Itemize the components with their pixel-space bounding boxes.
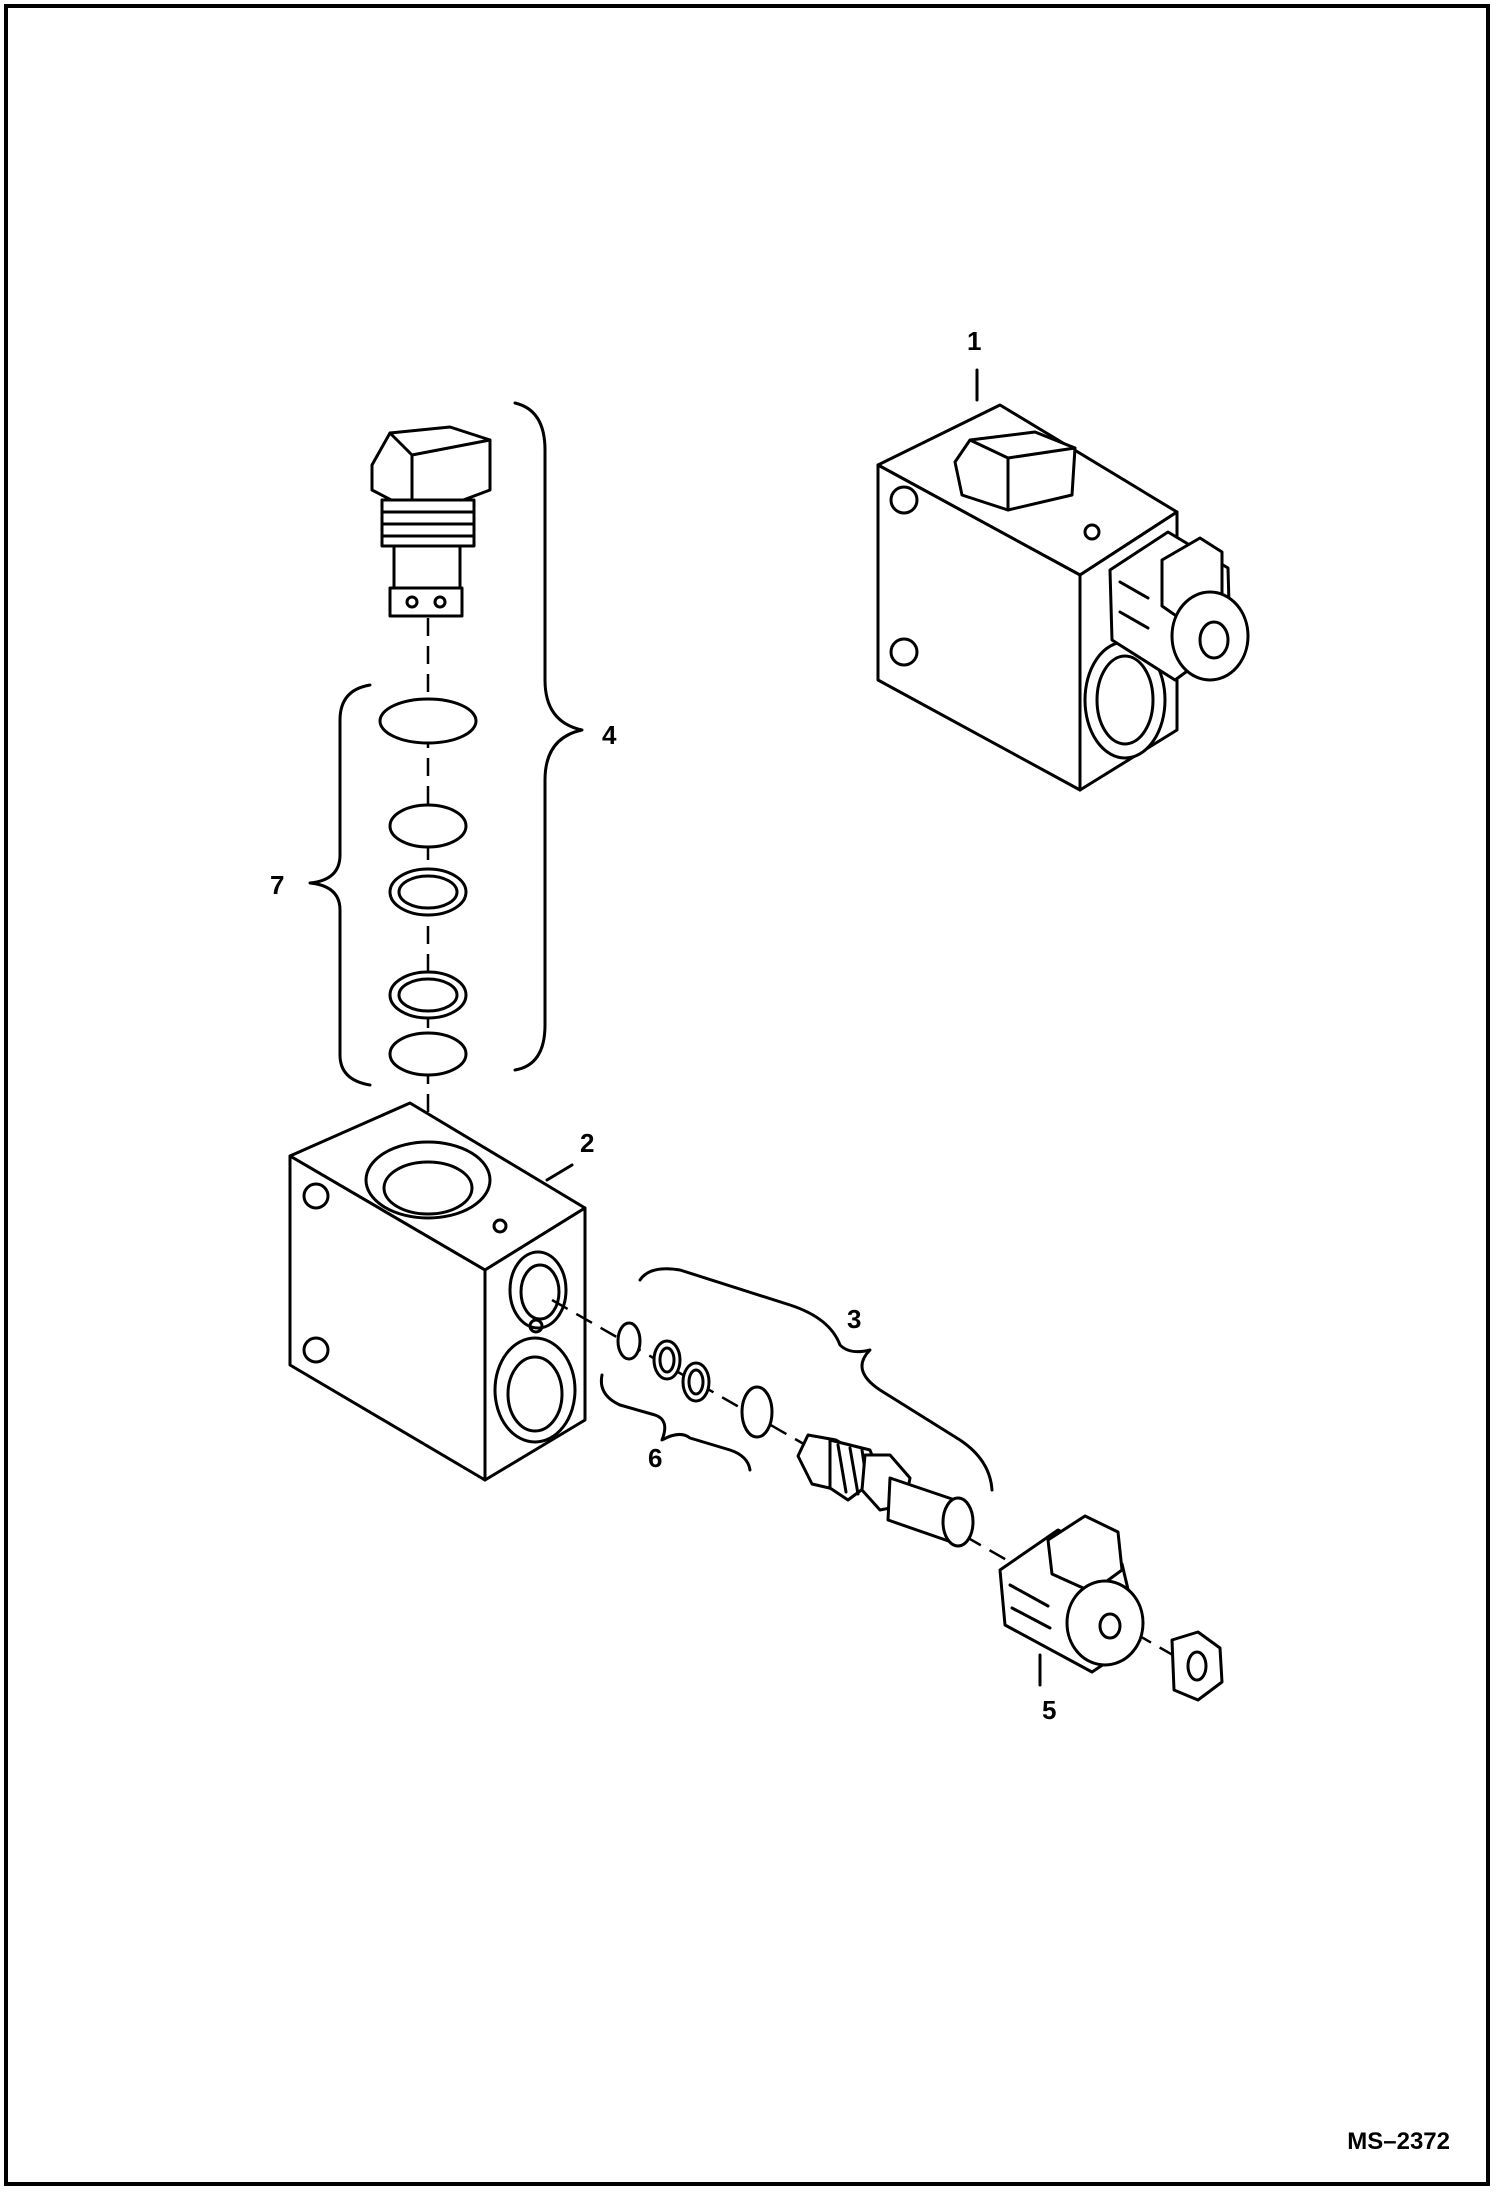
coil-nut	[1170, 1630, 1224, 1702]
coil-end	[1170, 590, 1250, 682]
mount-hole-icon	[302, 1182, 330, 1210]
drawing-code: MS–2372	[1347, 2128, 1450, 2155]
cartridge-port	[364, 1140, 492, 1220]
cartridge-tip	[388, 586, 464, 618]
o-ring	[378, 697, 478, 745]
valve-body	[288, 1101, 587, 1482]
coil-end	[1065, 1579, 1145, 1667]
callout-7: 7	[270, 870, 285, 900]
backup-ring	[681, 1361, 711, 1403]
solenoid-cartridge	[796, 1433, 975, 1548]
mount-hole-icon	[302, 1336, 330, 1364]
callout-6: 6	[648, 1443, 663, 1473]
leader-2	[545, 1163, 574, 1182]
callout-1: 1	[967, 326, 982, 356]
o-ring	[388, 803, 468, 849]
brace-item-3	[638, 1267, 994, 1492]
page-border	[4, 4, 1490, 2186]
cartridge-seals	[616, 1321, 774, 1439]
small-port-icon	[1083, 523, 1101, 541]
solenoid-coil-exploded	[998, 1514, 1145, 1674]
o-ring	[388, 1031, 468, 1077]
mount-hole-icon	[889, 637, 919, 667]
callout-3: 3	[847, 1304, 862, 1334]
o-ring	[740, 1385, 774, 1439]
brace-item-7	[308, 683, 372, 1087]
brace-item-4	[513, 401, 584, 1072]
cartridge-stem	[392, 544, 462, 590]
callout-4: 4	[602, 720, 617, 750]
callout-5: 5	[1042, 1695, 1057, 1725]
seal-rings	[378, 697, 478, 1077]
backup-ring	[652, 1339, 682, 1381]
assembled-valve	[876, 403, 1250, 792]
brace-item-6	[599, 1373, 752, 1472]
coil-connector	[1046, 1514, 1124, 1594]
hex-plug	[953, 430, 1077, 512]
small-port-icon	[492, 1218, 508, 1234]
cartridge-hex-cap	[370, 425, 492, 507]
o-ring	[616, 1321, 642, 1361]
cartridge-valve	[370, 425, 492, 618]
hex-nut	[1170, 1630, 1224, 1702]
mount-hole-icon	[889, 485, 919, 515]
side-port	[493, 1336, 577, 1444]
callout-2: 2	[580, 1128, 595, 1158]
tube-end	[941, 1496, 975, 1548]
